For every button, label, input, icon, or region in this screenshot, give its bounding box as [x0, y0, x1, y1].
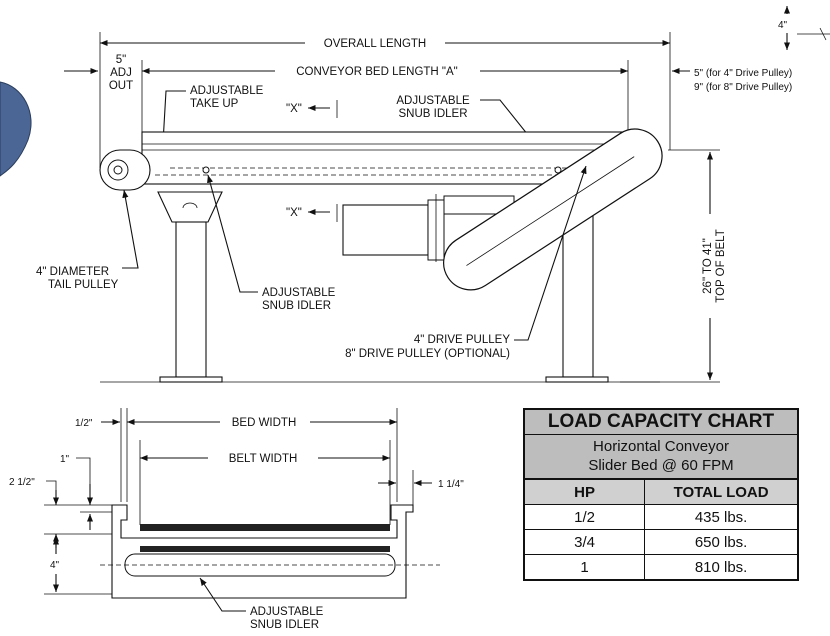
height-label-1: 26" TO 41" [702, 238, 714, 294]
top-dim-tick [819, 27, 827, 41]
two-half-ext [46, 480, 57, 500]
drive-belt-guard [443, 128, 663, 291]
load-chart-table: HP TOTAL LOAD 1/2 435 lbs. 3/4 650 lbs. … [525, 479, 797, 579]
left-leg-foot [159, 376, 223, 383]
take-up-label-2: TAKE UP [190, 98, 239, 110]
snub-idler-roller-left [202, 166, 210, 174]
belt-width-label: BELT WIDTH [229, 453, 298, 465]
two-half-label: 2 1/2" [9, 477, 35, 488]
tail-pulley-label-1: 4" DIAMETER [36, 266, 109, 278]
col-total-load: TOTAL LOAD [644, 479, 797, 505]
right-leg-foot [545, 376, 609, 383]
snub-top-label-1: ADJUSTABLE [396, 95, 470, 107]
drive-motor [342, 204, 429, 256]
drive-pulley-label-2: 8" DRIVE PULLEY (OPTIONAL) [345, 348, 510, 360]
load-cell: 650 lbs. [644, 529, 797, 555]
top-dim-label: 4" [778, 20, 788, 31]
half-inch-label: 1/2" [75, 418, 93, 429]
four-inch-label: 4" [50, 560, 60, 571]
drive-note-8: 9" (for 8" Drive Pulley) [694, 82, 792, 93]
belt-return [140, 546, 390, 552]
left-leg-bracket [157, 191, 223, 223]
adj-out-value: 5" [116, 54, 126, 66]
snub-idler-roller-right [554, 166, 562, 174]
adj-out-line1: ADJ [110, 67, 132, 79]
load-chart-subtitle-2: Slider Bed @ 60 FPM [588, 457, 734, 474]
quarter-label: 1 1/4" [438, 479, 464, 490]
x-label-bottom: "X" [286, 207, 302, 219]
hp-cell: 3/4 [525, 529, 646, 555]
drive-note-4: 5" (for 4" Drive Pulley) [694, 68, 792, 79]
tail-pulley-label-2: TAIL PULLEY [48, 279, 119, 291]
bed-length-label: CONVEYOR BED LENGTH "A" [296, 66, 458, 78]
bed-width-label: BED WIDTH [232, 417, 297, 429]
hp-cell: 1 [525, 554, 646, 579]
blue-shape [0, 81, 32, 177]
left-leg-bracket-slot [182, 202, 198, 209]
tail-pulley-hub [113, 165, 123, 175]
snub-top-label-2: SNUB IDLER [398, 108, 467, 120]
load-chart-subtitle-1: Horizontal Conveyor [593, 438, 729, 455]
load-cell: 810 lbs. [644, 554, 797, 579]
section-snub-label-2: SNUB IDLER [250, 619, 319, 631]
one-inch-ext [76, 457, 91, 500]
hp-cell: 1/2 [525, 504, 646, 530]
belt-top [140, 524, 390, 531]
snub-bottom-label-2: SNUB IDLER [262, 300, 331, 312]
table-row: 1 810 lbs. [525, 554, 797, 579]
drive-pulley-leader [514, 165, 587, 341]
left-leg [175, 221, 207, 378]
load-cell: 435 lbs. [644, 504, 797, 530]
adj-out-line2: OUT [109, 80, 133, 92]
snub-bottom-label-1: ADJUSTABLE [262, 287, 336, 299]
overall-length-label: OVERALL LENGTH [324, 38, 426, 50]
one-inch-label: 1" [60, 454, 70, 465]
table-row: 1/2 435 lbs. [525, 504, 797, 530]
drive-pulley-label-1: 4" DRIVE PULLEY [414, 334, 510, 346]
load-capacity-chart: LOAD CAPACITY CHART Horizontal Conveyor … [523, 408, 799, 581]
snub-bottom-leader [207, 174, 258, 293]
load-chart-subtitle: Horizontal Conveyor Slider Bed @ 60 FPM [525, 435, 797, 479]
height-label-2: TOP OF BELT [715, 229, 727, 303]
tail-pulley-leader [122, 189, 139, 269]
x-label-top: "X" [286, 103, 302, 115]
load-chart-title: LOAD CAPACITY CHART [525, 410, 797, 435]
table-row: 3/4 650 lbs. [525, 529, 797, 555]
section-snub-leader [199, 577, 246, 612]
take-up-label-1: ADJUSTABLE [190, 85, 264, 97]
section-snub-label-1: ADJUSTABLE [250, 606, 324, 618]
col-hp: HP [525, 479, 646, 505]
